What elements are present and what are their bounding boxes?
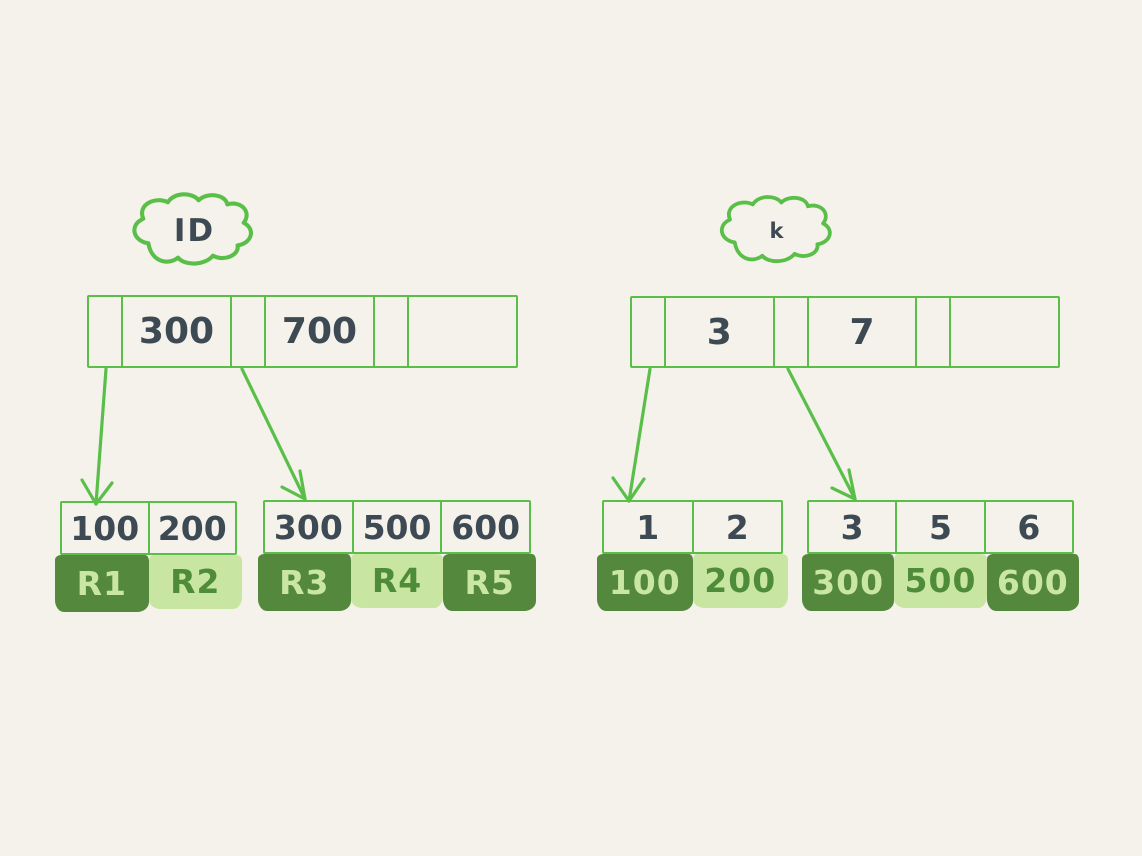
leaf-value-row: R3 R4 R5 (258, 554, 537, 611)
root-pointer-cell (375, 297, 409, 366)
leaf-key-row: 1 2 (602, 500, 783, 554)
leaf-value-cell: R3 (258, 554, 351, 611)
leaf-key-row: 300 500 600 (263, 500, 531, 554)
root-pointer-cell (232, 297, 266, 366)
left-leaf-node-2: 300 500 600 R3 R4 R5 (258, 500, 537, 611)
root-key-cell: 3 (666, 298, 775, 366)
leaf-value-cell: R1 (55, 555, 149, 612)
leaf-value-row: R1 R2 (55, 555, 242, 612)
root-key-cell: 300 (123, 297, 232, 366)
root-pointer-cell (89, 297, 123, 366)
arrow-right-leaf2 (786, 367, 857, 501)
right-root-node: 3 7 (630, 296, 1060, 368)
leaf-key-cell: 100 (62, 503, 150, 553)
left-leaf-node-1: 100 200 R1 R2 (55, 501, 242, 612)
root-pointer-cell (632, 298, 666, 366)
leaf-key-cell: 3 (809, 502, 898, 552)
left-cloud-text: ID (173, 213, 216, 249)
root-pointer-cell (917, 298, 952, 366)
leaf-key-cell: 6 (1017, 507, 1041, 547)
left-root-node: 300 700 (87, 295, 518, 368)
leaf-value-cell: R2 (148, 555, 242, 609)
leaf-key-row: 3 5 6 (807, 500, 1074, 554)
root-key-cell: 700 (266, 297, 375, 366)
leaf-key-cell: 300 (265, 502, 354, 552)
leaf-key-cell: 1 (604, 502, 694, 552)
right-cloud-text: k (769, 219, 786, 243)
arrow-right-leaf1 (611, 367, 652, 503)
leaf-value-cell: 200 (692, 554, 788, 608)
cloud-outline-icon (720, 195, 832, 264)
root-key-cell (951, 298, 1058, 366)
leaf-key-cell: 600 (451, 507, 521, 547)
leaf-key-cell: 500 (354, 502, 443, 552)
root-key-cell: 7 (809, 298, 918, 366)
leaf-value-cell: R4 (350, 554, 444, 608)
root-key-cell (409, 297, 516, 366)
leaf-value-row: 300 500 600 (802, 554, 1079, 611)
arrow-left-leaf2 (240, 367, 307, 501)
right-leaf-node-1: 1 2 100 200 (597, 500, 788, 611)
leaf-value-cell: 500 (894, 554, 987, 608)
left-cloud-label: ID (122, 190, 267, 272)
leaf-key-cell: 200 (157, 508, 227, 548)
leaf-value-cell: 100 (597, 554, 693, 611)
leaf-value-cell: 600 (986, 554, 1079, 611)
leaf-value-row: 100 200 (597, 554, 788, 611)
leaf-value-cell: R5 (443, 554, 537, 611)
leaf-key-cell: 5 (897, 502, 986, 552)
arrow-left-leaf1 (80, 367, 114, 506)
root-pointer-cell (775, 298, 809, 366)
leaf-value-cell: 300 (802, 554, 895, 611)
right-leaf-node-2: 3 5 6 300 500 600 (802, 500, 1079, 611)
leaf-key-row: 100 200 (60, 501, 237, 555)
cloud-outline-icon (132, 192, 253, 266)
right-cloud-label: k (705, 193, 850, 269)
leaf-key-cell: 2 (725, 507, 749, 547)
